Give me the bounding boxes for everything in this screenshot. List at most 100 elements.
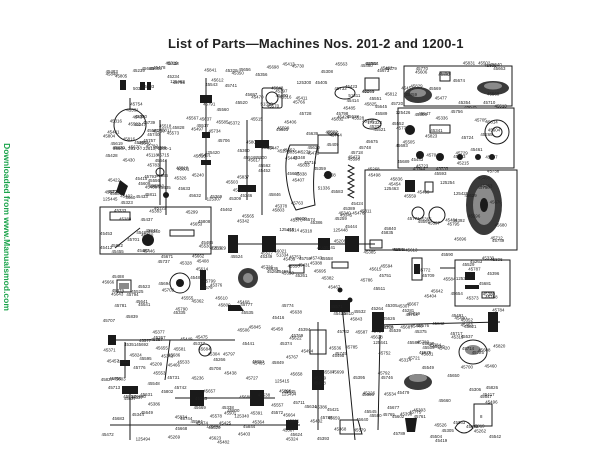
- part-number-label: 45485: [343, 105, 356, 110]
- part-number-label: 45664: [283, 413, 296, 418]
- part-number-label: 45461: [470, 147, 483, 152]
- part-number-label: 45403: [238, 431, 251, 436]
- part-number-label: 45551: [369, 96, 382, 101]
- part-number-label: 45425: [219, 421, 232, 426]
- part-number-label: 45278: [277, 148, 290, 153]
- part-number-label: 45574: [303, 217, 316, 222]
- part-number-label: 45577: [139, 338, 152, 343]
- part-number-label: 45420: [438, 345, 451, 350]
- bobbin-top-parts: [334, 71, 509, 130]
- part-number-label: 45763: [291, 200, 304, 205]
- part-number-label: 45678: [314, 381, 327, 386]
- part-number-label: 45827: [101, 377, 114, 382]
- part-number-label: 45711: [293, 400, 305, 405]
- part-number-label: 45623: [209, 436, 222, 441]
- part-number-label: 45575: [419, 350, 432, 355]
- part-number-label: 45419: [435, 438, 448, 443]
- part-number-label: 45393: [317, 436, 330, 441]
- inset-frame-small: [454, 259, 511, 307]
- part-number-label: 45416: [272, 315, 285, 320]
- part-number-label: 45717: [450, 331, 463, 336]
- part-number-label: 125494: [136, 436, 151, 441]
- part-number-label: 45582: [110, 191, 123, 196]
- part-number-label: 45413: [283, 61, 296, 66]
- part-number-label: 125329: [211, 246, 226, 251]
- part-number-label: 51336: [318, 186, 331, 191]
- part-number-label: 45682: [438, 72, 451, 77]
- part-number-label: 45350: [232, 71, 245, 76]
- part-number-label: 45580: [369, 413, 382, 418]
- part-number-label: 45758: [406, 312, 419, 317]
- part-number-label: 45713: [108, 385, 121, 390]
- part-number-label: 45662: [192, 254, 205, 259]
- part-number-label: 45818: [176, 166, 189, 171]
- part-number-label: 45444: [345, 224, 358, 229]
- part-number-label: 45654: [451, 291, 464, 296]
- part-number-label: 45675: [366, 139, 379, 144]
- part-number-label: 45841: [204, 67, 217, 72]
- part-number-label: 45215: [457, 161, 470, 166]
- part-number-label: 45626: [383, 316, 396, 321]
- inset-frame-corner: [473, 403, 493, 427]
- part-number-label: 45692: [136, 342, 149, 347]
- part-number-label: 45727: [246, 376, 259, 381]
- part-number-label: 45768: [485, 295, 498, 300]
- part-number-label: 45386: [315, 404, 328, 409]
- part-number-label: 45564: [191, 419, 204, 424]
- part-number-label: 45476: [352, 211, 365, 216]
- part-number-label: 45775: [409, 409, 422, 414]
- part-number-label: 45377: [153, 329, 166, 334]
- part-number-label: 45836: [390, 177, 403, 182]
- part-number-label: 125307: [207, 197, 222, 202]
- part-number-label: 45526: [434, 423, 447, 428]
- part-number-label: 45543: [205, 82, 218, 87]
- part-number-label: 45361: [392, 247, 405, 252]
- part-number-label: 45509: [422, 345, 435, 350]
- part-number-label: 45715: [157, 152, 170, 157]
- part-number-label: 45410: [333, 311, 346, 316]
- part-number-label: 125420: [205, 150, 220, 155]
- part-number-label: 45703: [142, 84, 155, 89]
- part-number-label: 45697: [245, 92, 258, 97]
- part-number-label: 45660: [439, 398, 452, 403]
- part-number-label: 45722: [154, 206, 167, 211]
- part-number-label: 45456: [276, 269, 289, 274]
- part-number-label: 45500: [255, 155, 268, 160]
- part-number-label: 45440: [455, 315, 468, 320]
- part-number-label: 45385: [364, 250, 377, 255]
- part-number-label: 45600: [295, 216, 308, 221]
- part-number-label: 45454: [389, 182, 402, 187]
- part-number-label: 45813: [123, 394, 136, 399]
- part-number-label: 45445: [283, 389, 296, 394]
- part-number-label: 45328: [180, 261, 193, 266]
- part-number-label: 45299: [186, 210, 199, 215]
- part-number-label: 45330: [482, 256, 495, 261]
- part-number-label: 45504: [430, 434, 443, 439]
- part-number-label: 45790: [175, 307, 188, 312]
- part-number-label: 45281: [402, 308, 415, 313]
- part-number-label: 45263: [480, 184, 493, 189]
- part-number-label: 45767: [286, 355, 299, 360]
- part-number-label: 45484: [190, 275, 203, 280]
- part-number-label: 45772: [418, 267, 431, 272]
- part-number-label: 45404: [424, 293, 437, 298]
- part-number-label: 45602: [392, 414, 405, 419]
- part-number-label: 45762: [365, 61, 378, 66]
- part-number-label: 45779: [385, 66, 398, 71]
- part-number-label: 45754: [130, 102, 143, 107]
- part-number-label: 45537: [461, 334, 474, 339]
- part-number-label: 45731: [167, 375, 180, 380]
- part-number-label: 45541: [138, 302, 151, 307]
- part-number-label: 45511: [373, 286, 385, 291]
- part-number-label: 125416: [279, 227, 294, 232]
- part-number-label: 45797: [223, 352, 236, 357]
- part-number-label: 45734: [209, 129, 222, 134]
- part-number-label: 45788: [320, 415, 333, 420]
- part-number-label: 45438: [224, 370, 237, 375]
- part-number-label: 45694: [158, 281, 171, 286]
- part-number-label: 45838: [295, 172, 308, 177]
- part-number-label: 45696: [454, 237, 467, 242]
- left-inset-parts: [109, 180, 195, 249]
- part-number-label: 45596: [468, 213, 481, 218]
- part-number-label: 45490: [478, 175, 491, 180]
